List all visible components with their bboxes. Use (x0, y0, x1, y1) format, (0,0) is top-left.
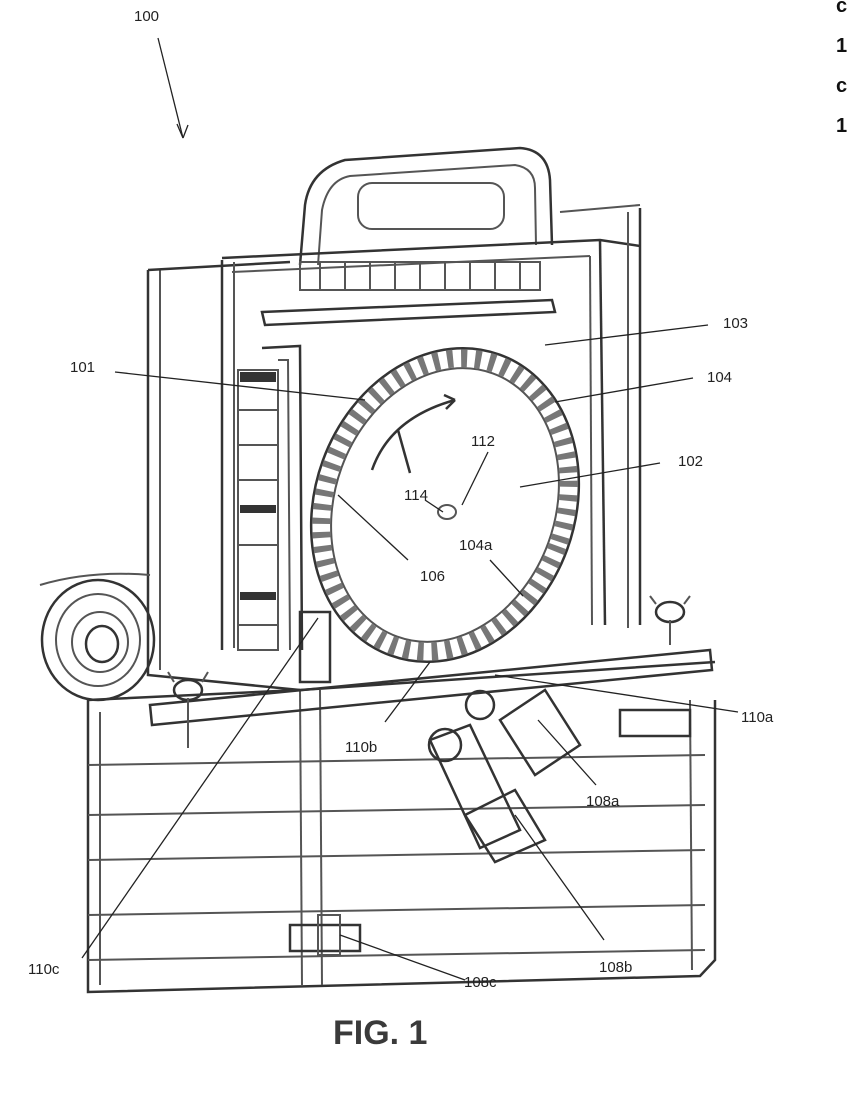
device-drawing (40, 148, 715, 992)
clamp-108a (466, 690, 580, 775)
label-106: 106 (420, 568, 445, 585)
label-110a: 110a (741, 709, 774, 726)
edge-char-1: c (836, 0, 847, 17)
edge-char-4: 1 (836, 115, 847, 137)
cropped-edge-text: c 1 c 1 (836, 0, 847, 137)
label-110b: 110b (345, 739, 377, 756)
edge-char-3: c (836, 75, 847, 97)
label-101: 101 (70, 359, 95, 376)
label-100: 100 (134, 8, 159, 25)
label-104: 104 (707, 369, 732, 386)
label-103: 103 (723, 315, 748, 332)
clamp-108b (429, 725, 545, 862)
wing-nut-right (650, 596, 690, 645)
label-110c: 110c (28, 961, 60, 978)
label-104a: 104a (459, 537, 493, 554)
label-114: 114 (404, 487, 428, 504)
label-108a: 108a (586, 793, 620, 810)
edge-char-2: 1 (836, 35, 847, 57)
base-housing (88, 650, 715, 992)
rotating-wheel (268, 310, 622, 700)
label-102: 102 (678, 453, 703, 470)
clamp-right (620, 710, 690, 736)
label-108c: 108c (464, 974, 497, 991)
figure-caption: FIG. 1 (333, 1014, 427, 1052)
label-112: 112 (471, 433, 495, 450)
wing-nut-left (168, 672, 208, 748)
hose-reel (40, 574, 154, 700)
top-rack (262, 262, 555, 325)
label-108b: 108b (599, 959, 632, 976)
